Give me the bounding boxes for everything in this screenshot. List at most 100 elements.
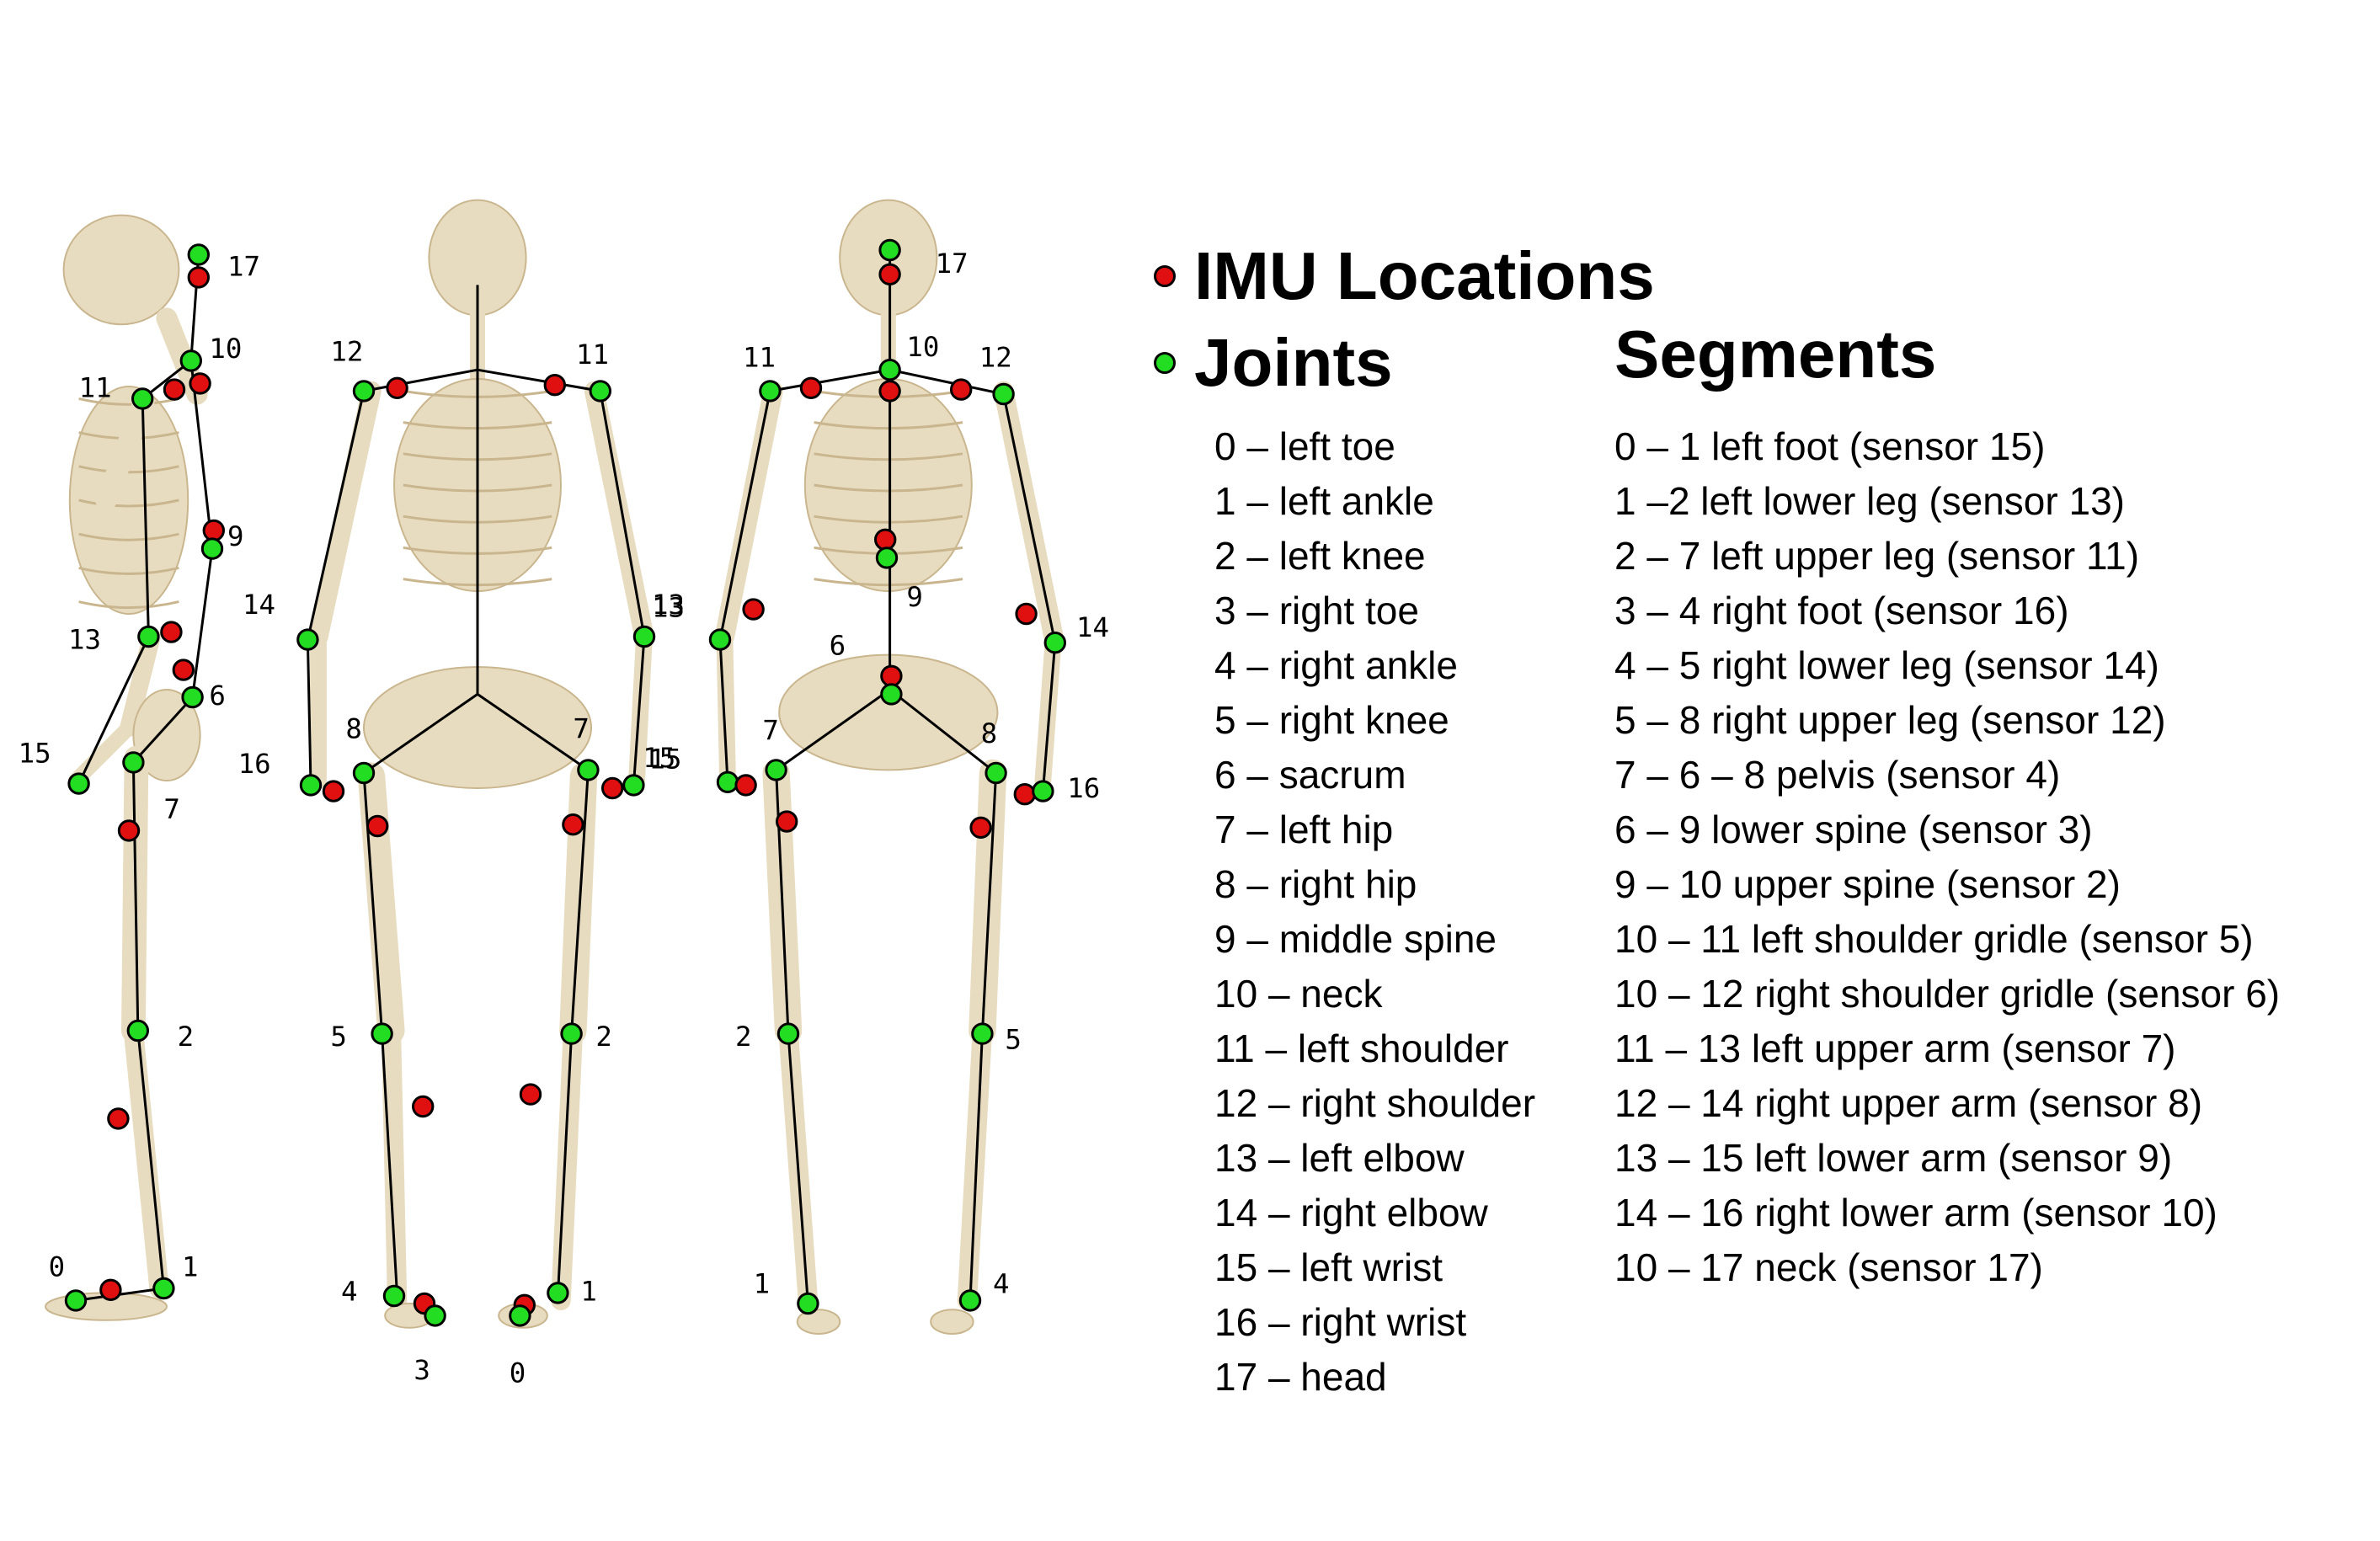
rib — [78, 397, 179, 406]
bone — [357, 762, 405, 1045]
imu-marker — [202, 519, 226, 542]
joint-marker — [187, 243, 211, 266]
segment-line — [131, 762, 140, 1032]
joint-item: 16 – right wrist — [1214, 1300, 1467, 1344]
segment-item: 10 – 17 neck (sensor 17) — [1614, 1245, 2043, 1289]
joint-number-label: 13 — [652, 589, 685, 621]
segment-item: 10 – 11 left shoulder gridle (sensor 5) — [1614, 917, 2254, 961]
joint-marker — [776, 1022, 800, 1045]
joint-number-label: 15 — [643, 742, 675, 774]
imu-marker — [1013, 783, 1037, 806]
joint-number-label: 5 — [1005, 1024, 1022, 1056]
joint-item: 12 – right shoulder — [1214, 1081, 1536, 1125]
segment-lines — [75, 250, 1057, 1304]
joint-number-label: 14 — [243, 589, 275, 621]
joint-marker — [985, 761, 1007, 785]
joint-item: 15 – left wrist — [1214, 1245, 1443, 1289]
joint-marker — [875, 547, 899, 569]
imu-marker — [878, 263, 901, 285]
imu-marker — [543, 374, 566, 397]
segment-line — [363, 368, 478, 392]
segment-line — [381, 1033, 399, 1297]
joint-number-label: 17 — [936, 248, 969, 280]
segment-item: 13 – 15 left lower arm (sensor 9) — [1614, 1136, 2173, 1180]
segment-line — [477, 693, 590, 771]
joint-marker — [122, 751, 145, 774]
rib — [78, 532, 179, 541]
joint-marker — [299, 774, 323, 797]
imu-marker — [601, 776, 624, 800]
joint-and-imu-markers — [64, 238, 1067, 1327]
segment-item: 12 – 14 right upper arm (sensor 8) — [1614, 1081, 2203, 1125]
joint-item: 4 – right ankle — [1214, 643, 1458, 687]
imu-marker — [742, 598, 765, 621]
bone — [123, 1021, 169, 1298]
imu-marker — [366, 814, 389, 838]
imu-marker — [950, 378, 973, 401]
joint-item: 7 – left hip — [1214, 808, 1394, 851]
joint-number-label: 10 — [906, 331, 939, 363]
joint-number-label: 3 — [414, 1354, 430, 1386]
legend-imu: IMU Locations — [1154, 237, 1655, 315]
joint-number-label: 11 — [576, 339, 609, 371]
joint-marker — [509, 1304, 531, 1327]
joint-number-label: 8 — [981, 717, 998, 749]
joint-item: 3 – right toe — [1214, 589, 1419, 632]
segment-item: 10 – 12 right shoulder gridle (sensor 6) — [1614, 972, 2281, 1016]
segment-line — [775, 688, 891, 771]
joint-marker — [296, 628, 319, 651]
imu-marker — [99, 1278, 122, 1302]
joint-item: 10 – neck — [1214, 972, 1383, 1016]
imu-marker — [562, 813, 584, 836]
segment-line — [888, 688, 997, 775]
segment-line — [362, 772, 384, 1034]
segment-line — [556, 1033, 574, 1297]
imu-marker — [1015, 602, 1038, 626]
joint-marker — [179, 349, 203, 372]
joint-marker — [622, 774, 645, 797]
skeleton-bone-drawings — [45, 199, 1064, 1335]
joint-item: 14 – right elbow — [1214, 1191, 1488, 1234]
joint-marker — [126, 1019, 150, 1042]
joint-marker — [152, 1277, 175, 1300]
bone — [778, 653, 999, 771]
segment-item: 0 – 1 left foot (sensor 15) — [1614, 424, 2046, 468]
segment-line — [363, 693, 478, 775]
rib — [814, 578, 963, 587]
imu-marker — [189, 372, 211, 395]
joint-marker — [759, 380, 782, 403]
joint-number-label: 16 — [1067, 772, 1100, 804]
joint-number-label: 4 — [993, 1267, 1010, 1299]
joint-number-label: 8 — [345, 713, 362, 745]
joint-number-label: 13 — [68, 623, 101, 655]
imu-marker — [412, 1095, 435, 1118]
joint-marker — [1043, 632, 1067, 654]
bone — [95, 391, 155, 511]
rib — [814, 421, 963, 430]
legend-joints: Joints — [1154, 324, 1393, 402]
bone — [120, 627, 161, 737]
bone — [62, 214, 180, 326]
joint-marker — [131, 387, 154, 410]
imu-marker — [878, 380, 901, 403]
imu-marker — [799, 376, 823, 399]
joint-number-label: 5 — [330, 1021, 347, 1053]
joint-number-label: 6 — [209, 680, 226, 712]
segment-line — [632, 636, 646, 786]
joint-number-label: 11 — [79, 372, 112, 404]
segment-line — [191, 548, 214, 698]
imu-marker — [880, 664, 903, 687]
joint-marker — [765, 759, 787, 781]
joint-item: 13 – left elbow — [1214, 1136, 1465, 1180]
imu-marker — [519, 1083, 542, 1106]
bone — [381, 1021, 408, 1311]
joint-number-label: 0 — [510, 1357, 526, 1389]
joint-number-label: 2 — [595, 1021, 612, 1053]
imu-marker — [107, 1107, 130, 1130]
rib — [78, 566, 179, 575]
bone — [796, 1309, 841, 1335]
segments-heading: Segments — [1614, 317, 1937, 392]
segment-item: 4 – 5 right lower leg (sensor 14) — [1614, 643, 2159, 687]
imu-marker — [874, 528, 897, 551]
bone — [132, 689, 201, 781]
